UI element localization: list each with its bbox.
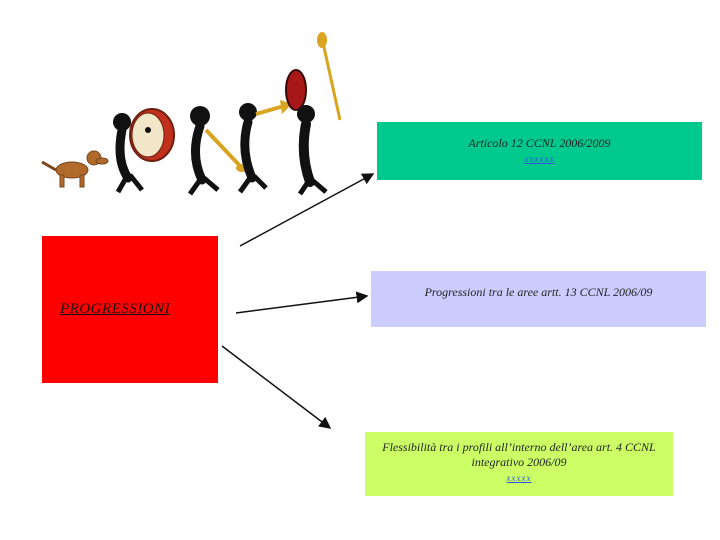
article-12-link[interactable]: xxxxxx (524, 154, 555, 164)
article-12-title: Articolo 12 CCNL 2006/2009 (468, 136, 611, 150)
flexibility-title: Flessibilità tra i profili all’interno d… (382, 440, 656, 469)
arrow-to-flex (221, 345, 332, 429)
marching-band-illustration (41, 32, 342, 196)
drummer-figure (113, 108, 175, 194)
progressioni-label[interactable]: PROGRESSIONI (60, 301, 171, 317)
flexibility-link[interactable]: xxxxx (506, 473, 532, 483)
progressioni-box (42, 236, 218, 383)
drum-major-figure (285, 32, 342, 196)
article-12-box: Articolo 12 CCNL 2006/2009 xxxxxx (377, 122, 702, 180)
arrow-to-article (239, 173, 375, 247)
clarinet-player-figure (187, 106, 248, 196)
areas-progression-box: Progressioni tra le aree artt. 13 CCNL 2… (371, 271, 706, 327)
arrow-to-areas (235, 291, 369, 314)
flexibility-box: Flessibilità tra i profili all’interno d… (365, 432, 673, 496)
areas-progression-title: Progressioni tra le aree artt. 13 CCNL 2… (424, 285, 653, 299)
dog-icon (41, 150, 109, 188)
trumpet-player-figure (237, 100, 292, 194)
